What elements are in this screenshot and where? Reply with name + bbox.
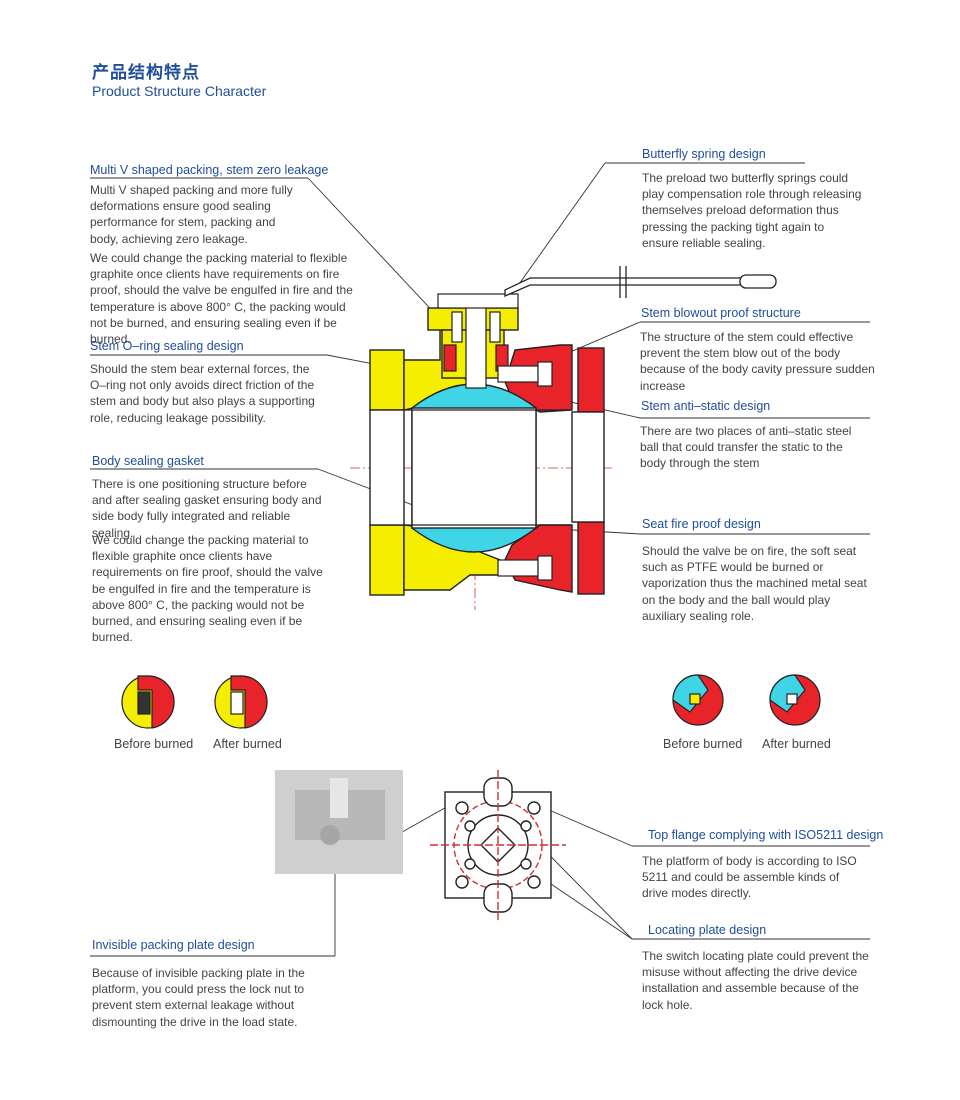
callout-oring-heading: Stem O–ring sealing design [90, 339, 244, 353]
callout-butterfly-text: The preload two butterfly springs could … [642, 171, 862, 250]
caption-right-after: After burned [762, 737, 831, 751]
callout-multi-v-text1: Multi V shaped packing and more fully de… [90, 183, 293, 246]
valve-bolts [497, 361, 553, 581]
callout-blowout-text: The structure of the stem could effectiv… [640, 330, 875, 393]
valve-bore [404, 409, 572, 526]
callout-invisible-heading: Invisible packing plate design [92, 938, 255, 952]
caption-left-after: After burned [213, 737, 282, 751]
callout-antistatic-heading: Stem anti–static design [641, 399, 771, 413]
page-title-cn: 产品结构特点 [92, 63, 200, 82]
callout-antistatic-text: There are two places of anti–static stee… [640, 424, 852, 471]
detail-packing-before [121, 675, 175, 729]
callout-multi-v-text2: We could change the packing material to … [90, 251, 353, 347]
callout-multi-v-heading: Multi V shaped packing, stem zero leakag… [90, 163, 329, 177]
packing-plate-photo [275, 770, 403, 874]
callout-invisible-text: Because of invisible packing plate in th… [92, 966, 305, 1029]
callout-blowout-heading: Stem blowout proof structure [641, 306, 801, 320]
valve-stem [437, 293, 519, 389]
callout-locating-heading: Locating plate design [648, 923, 767, 937]
callout-gasket-text2: We could change the packing material to … [92, 533, 323, 645]
leader-topflange [539, 805, 633, 847]
callout-oring-text: Should the stem bear external forces, th… [90, 362, 315, 425]
detail-seat-before [672, 674, 724, 726]
iso5211-flange-drawing [430, 770, 566, 920]
detail-seat-after [769, 674, 821, 726]
valve-handle [504, 266, 777, 298]
callout-seatfire-heading: Seat fire proof design [642, 517, 761, 531]
callout-locating-text: The switch locating plate could prevent … [642, 949, 869, 1012]
callout-seatfire-text: Should the valve be on fire, the soft se… [642, 544, 867, 623]
valve-ball [411, 383, 537, 553]
caption-left-before: Before burned [114, 737, 194, 751]
caption-right-before: Before burned [663, 737, 743, 751]
callout-topflange-heading: Top flange complying with ISO5211 design [648, 828, 884, 842]
page-title-en: Product Structure Character [92, 83, 267, 99]
callout-gasket-heading: Body sealing gasket [92, 454, 204, 468]
callout-topflange-text: The platform of body is according to ISO… [642, 854, 857, 901]
callout-gasket-text1: There is one positioning structure befor… [92, 477, 322, 540]
callout-butterfly-heading: Butterfly spring design [642, 147, 766, 161]
detail-packing-after [214, 675, 268, 729]
